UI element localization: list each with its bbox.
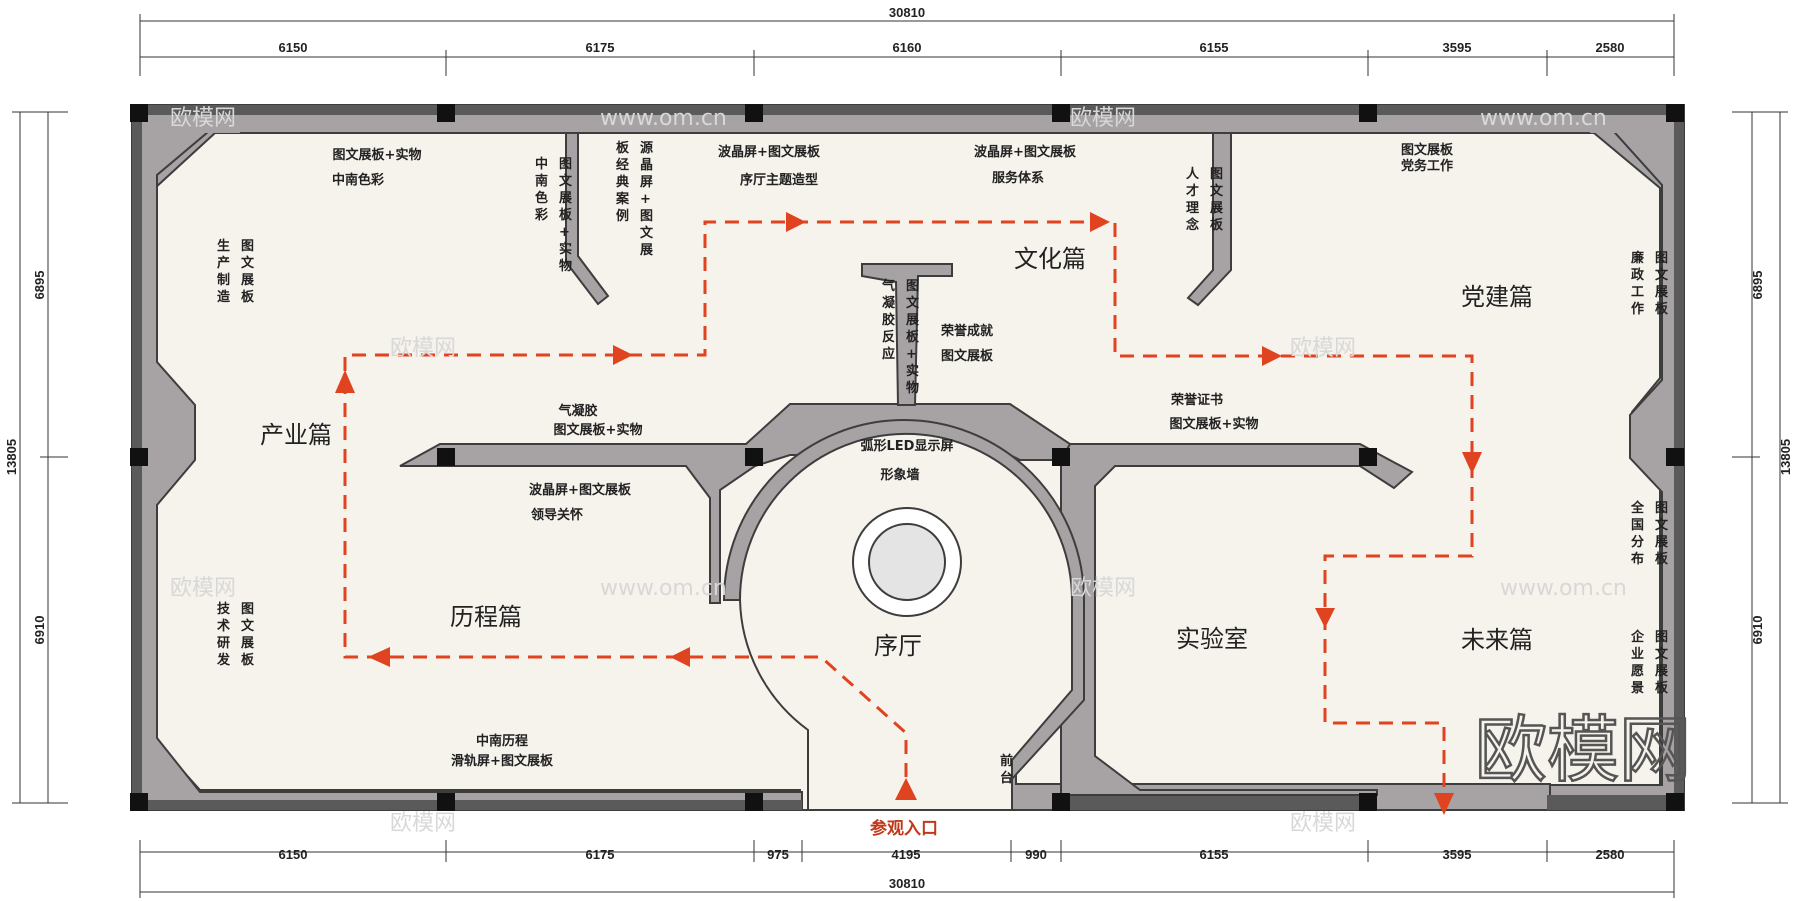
- dim-bottom-2: 6175: [586, 847, 615, 862]
- label-service-screen: 波晶屏+图文展板: [974, 144, 1077, 160]
- watermarks: 欧模网 www.om.cn 欧模网 www.om.cn 欧模网 欧模网 欧模网 …: [170, 106, 1692, 836]
- dimension-lines: [12, 14, 1788, 898]
- label-leader-care: 领导关怀: [531, 507, 583, 523]
- zone-culture: 文化篇: [1014, 245, 1086, 273]
- label-lobby-theme: 序厅主题造型: [740, 172, 818, 188]
- dim-bottom-8: 2580: [1596, 847, 1625, 862]
- dim-top-1: 6150: [279, 40, 308, 55]
- bottom-wall-edge-left: [132, 800, 802, 810]
- label-honor: 荣誉成就: [940, 323, 993, 339]
- dim-left-total: 13805: [4, 439, 19, 475]
- watermark-url-3: www.om.cn: [600, 576, 727, 601]
- centerpiece-inner: [868, 523, 946, 601]
- t-feature: [861, 263, 953, 406]
- dim-top-2: 6175: [586, 40, 615, 55]
- label-tech-rd: 图文展板技术研发: [216, 601, 255, 668]
- lobby-floor: [738, 433, 1073, 811]
- watermark-1: 欧模网: [170, 106, 236, 131]
- label-col-case: 源晶屏+图文展板经典案例: [615, 140, 654, 258]
- dim-left-1: 6895: [32, 271, 47, 300]
- label-aerogel-react: 图文展板+实物气凝胶反应: [882, 278, 920, 396]
- bottom-wall-edge-right: [1061, 795, 1377, 810]
- partition-diag-2: [1186, 132, 1232, 307]
- label-tl-board: 图文展板+实物: [333, 147, 422, 163]
- label-clean-gov: 图文展板廉政工作: [1631, 250, 1669, 317]
- visit-route: [343, 220, 1474, 810]
- watermark-url-2: www.om.cn: [1480, 106, 1607, 131]
- columns: [130, 104, 1684, 811]
- zone-party: 党建篇: [1461, 283, 1533, 311]
- label-col-color: 图文展板+实物中南色彩: [534, 156, 573, 274]
- logo-watermark: 欧模网: [1475, 708, 1691, 792]
- watermark-2: 欧模网: [1070, 106, 1136, 131]
- watermark-5: 欧模网: [170, 576, 236, 601]
- dim-bottom-1: 6150: [279, 847, 308, 862]
- dim-right-1: 6895: [1750, 271, 1765, 300]
- label-entrance: 参观入口: [870, 818, 938, 839]
- partition-diag-1: [565, 132, 610, 306]
- label-talent: 图文展板人才理念: [1186, 166, 1224, 233]
- label-production: 图文展板生产制造: [217, 238, 255, 305]
- label-service-system: 服务体系: [992, 170, 1044, 186]
- label-image-wall: 形象墙: [880, 467, 919, 483]
- label-party-work: 党务工作: [1401, 158, 1453, 174]
- dim-right-total: 13805: [1778, 439, 1793, 475]
- watermark-url-1: www.om.cn: [600, 106, 727, 131]
- dim-top-3: 6160: [893, 40, 922, 55]
- dim-bottom-6: 6155: [1200, 847, 1229, 862]
- zone-lobby: 序厅: [874, 632, 922, 660]
- dim-top-4: 6155: [1200, 40, 1229, 55]
- dim-right-2: 6910: [1750, 616, 1765, 645]
- label-arc-led: 弧形LED显示屏: [861, 438, 954, 454]
- dim-top-6: 2580: [1596, 40, 1625, 55]
- dim-bottom-3: 975: [767, 847, 789, 862]
- route-arrows: [335, 212, 1482, 815]
- zone-lab: 实验室: [1176, 625, 1248, 653]
- dim-bottom-4: 4195: [892, 847, 921, 862]
- bottom-wall-edge-far: [1547, 795, 1684, 810]
- label-lobby-screen: 波晶屏+图文展板: [718, 144, 821, 160]
- vertical-labels: 图文展板+实物中南色彩 源晶屏+图文展板经典案例 图文展板人才理念 图文展板生产…: [216, 140, 1669, 786]
- label-party-work-board: 图文展板: [1401, 142, 1454, 158]
- dim-top-total: 30810: [889, 5, 925, 20]
- dim-bottom-total: 30810: [889, 876, 925, 891]
- label-tl-color: 中南色彩: [332, 172, 384, 188]
- partition-right: [1060, 443, 1414, 796]
- label-honor-board: 图文展板: [941, 348, 994, 364]
- label-history-rail: 滑轨屏+图文展板: [451, 753, 554, 769]
- dim-bottom-7: 3595: [1443, 847, 1472, 862]
- label-vision: 图文展板企业愿景: [1630, 629, 1669, 696]
- label-aerogel-board: 图文展板+实物: [554, 422, 643, 438]
- zone-future: 未来篇: [1461, 626, 1533, 654]
- label-front-desk: 前台: [1000, 753, 1013, 786]
- zone-industry: 产业篇: [260, 421, 332, 449]
- label-cert-board: 图文展板+实物: [1170, 416, 1259, 432]
- watermark-8: 欧模网: [1290, 811, 1356, 836]
- watermark-url-4: www.om.cn: [1500, 576, 1627, 601]
- watermark-4: 欧模网: [1290, 336, 1356, 361]
- zone-history: 历程篇: [450, 603, 522, 631]
- label-nationwide: 图文展板全国分布: [1630, 500, 1669, 567]
- dim-bottom-5: 990: [1025, 847, 1047, 862]
- watermark-3: 欧模网: [390, 336, 456, 361]
- watermark-7: 欧模网: [390, 811, 456, 836]
- dim-top-5: 3595: [1443, 40, 1472, 55]
- watermark-6: 欧模网: [1070, 576, 1136, 601]
- label-history-title: 中南历程: [476, 733, 528, 749]
- label-leader-screen: 波晶屏+图文展板: [529, 482, 632, 498]
- label-cert: 荣誉证书: [1170, 392, 1223, 408]
- label-aerogel: 气凝胶: [558, 403, 597, 419]
- top-wall-edge: [132, 105, 1684, 115]
- dim-left-2: 6910: [32, 616, 47, 645]
